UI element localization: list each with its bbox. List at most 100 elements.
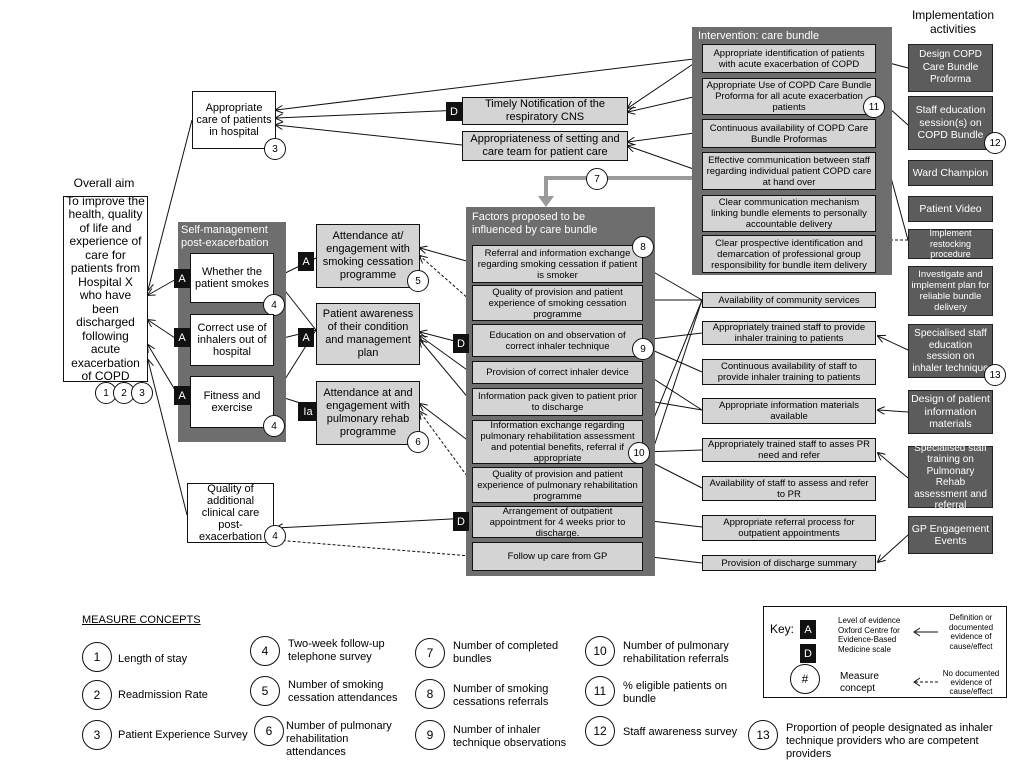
implementation-gp-events-text: GP Engagement Events	[911, 522, 990, 548]
measure-11-text: % eligible patients on bundle	[623, 680, 727, 705]
quality-care-box: Quality of additional clinical care post…	[187, 483, 274, 543]
measure-1-text: Length of stay	[118, 653, 188, 665]
care-delivery-cns-notification-text: Timely Notification of the respiratory C…	[484, 98, 606, 123]
intervention-item-communication: Clear communication mechanism linking bu…	[702, 195, 876, 232]
measure-8-text: Number of smoking cessations referrals	[453, 683, 549, 708]
measure-9-text: Number of inhaler technique observations	[453, 724, 567, 749]
implementation-pr-training: Specialised staff training on Pulmonary …	[908, 443, 993, 511]
key-solid-text: Definition or documented evidence of cau…	[948, 613, 994, 651]
key-level-a: A	[800, 620, 816, 639]
care-delivery-setting: Appropriateness of setting and care team…	[462, 131, 628, 161]
implementation-staff-education-text: Staff education session(s) on COPD Bundl…	[915, 104, 986, 142]
factor-smoking-programme-text: Quality of provision and patient experie…	[488, 286, 627, 320]
behaviour-measure-3: 6	[407, 431, 429, 453]
enabler-discharge-summary-text: Provision of discharge summary	[721, 557, 857, 569]
self-management-item-smoking: Whether the patient smokes	[190, 253, 274, 303]
arrow-measure: 7	[586, 168, 608, 190]
key-evidence-text: Level of evidence Oxford Centre for Evid…	[838, 616, 901, 654]
intervention-measure: 11	[863, 96, 885, 118]
measure-13-text: Proportion of people designated as inhal…	[786, 722, 993, 760]
factor-pr-programme: Quality of provision and patient experie…	[472, 467, 643, 503]
factor-smoking-referral-text: Referral and information exchange regard…	[477, 247, 638, 281]
implementation-staff-education: Staff education session(s) on COPD Bundl…	[908, 96, 993, 150]
behaviour-smoking-cessation-text: Attendance at/ engagement with smoking c…	[322, 230, 414, 281]
factor-level-outpatient: D	[453, 512, 469, 531]
enabler-trained-inhaler-staff-text: Appropriately trained staff to provide i…	[712, 322, 866, 344]
enabler-trained-inhaler-staff: Appropriately trained staff to provide i…	[702, 321, 876, 345]
key-label: Key:	[770, 622, 795, 636]
intervention-item-handover: Effective communication between staff re…	[702, 152, 876, 190]
measure-1-circle: 1	[82, 642, 112, 672]
care-delivery-setting-text: Appropriateness of setting and care team…	[470, 133, 620, 158]
implementation-reliable-delivery: Investigate and implement plan for relia…	[908, 266, 993, 316]
quality-care-measure: 4	[264, 525, 286, 547]
self-management-title: Self-management post-exacerbation	[181, 224, 269, 249]
factor-measure-10: 10	[628, 442, 650, 464]
behaviour-smoking-cessation: Attendance at/ engagement with smoking c…	[316, 224, 420, 288]
enabler-inhaler-staff-availability: Continuous availability of staff to prov…	[702, 359, 876, 385]
aim-measure-3: 3	[131, 382, 153, 404]
factor-information-pack-text: Information pack given to patient prior …	[478, 391, 637, 413]
factor-smoking-referral: Referral and information exchange regard…	[472, 245, 643, 283]
measure-4-text: Two-week follow-up telephone survey	[288, 638, 385, 663]
intervention-item-proforma-availability-text: Continuous availability of COPD Care Bun…	[709, 122, 869, 145]
implementation-measure-13: 13	[984, 364, 1006, 386]
factor-pr-information: Information exchange regarding pulmonary…	[472, 420, 643, 464]
factor-information-pack: Information pack given to patient prior …	[472, 388, 643, 416]
self-management-measure-1: 4	[263, 294, 285, 316]
implementation-title: Implementation activities	[911, 8, 995, 36]
implementation-measure-12: 12	[984, 132, 1006, 154]
measure-11-circle: 11	[585, 676, 615, 706]
self-management-level-1: A	[174, 269, 190, 288]
implementation-reliable-delivery-text: Investigate and implement plan for relia…	[911, 269, 990, 313]
care-delivery-cns-notification: Timely Notification of the respiratory C…	[462, 97, 628, 125]
overall-aim-title: Overall aim	[73, 175, 135, 190]
measure-4-circle: 4	[250, 636, 280, 666]
appropriate-care-measure: 3	[264, 138, 286, 160]
self-management-item-smoking-text: Whether the patient smokes	[195, 266, 269, 290]
factor-inhaler-device: Provision of correct inhaler device	[472, 361, 643, 384]
intervention-item-proforma-use-text: Appropriate Use of COPD Care Bundle Prof…	[706, 80, 872, 113]
appropriate-care-box: Appropriate care of patients in hospital	[192, 91, 276, 149]
factor-gp-follow-up: Follow up care from GP	[472, 542, 643, 571]
behaviour-level-3: Ia	[298, 402, 318, 421]
factor-smoking-programme: Quality of provision and patient experie…	[472, 285, 643, 321]
intervention-item-identification: Appropriate identification of patients w…	[702, 44, 876, 73]
implementation-patient-video: Patient Video	[908, 196, 993, 222]
intervention-item-responsibility-text: Clear prospective identification and dem…	[711, 237, 867, 271]
measure-7-text: Number of completed bundles	[453, 640, 559, 665]
behaviour-patient-awareness: Patient awareness of their condition and…	[316, 303, 420, 365]
factor-inhaler-education: Education on and observation of correct …	[472, 324, 643, 357]
implementation-ward-champion: Ward Champion	[908, 160, 993, 186]
factor-measure-8: 8	[632, 236, 654, 258]
behaviour-level-2: A	[298, 328, 314, 347]
implementation-pr-training-text: Specialised staff training on Pulmonary …	[914, 442, 987, 512]
key-measure-symbol: #	[790, 664, 820, 694]
implementation-patient-materials: Design of patient information materials	[908, 390, 993, 434]
enabler-information-materials-text: Appropriate information materials availa…	[719, 400, 859, 422]
self-management-item-fitness-text: Fitness and exercise	[203, 390, 261, 414]
overall-aim-text: To improve the health, quality of life a…	[66, 193, 145, 383]
measure-3-text: Patient Experience Survey	[118, 729, 248, 741]
factor-inhaler-device-text: Provision of correct inhaler device	[486, 367, 629, 378]
enabler-community-services: Availability of community services	[702, 292, 876, 308]
measure-6-circle: 6	[254, 716, 284, 746]
measure-concepts-title: MEASURE CONCEPTS	[82, 614, 201, 626]
enabler-trained-pr-staff-text: Appropriately trained staff to asses PR …	[708, 439, 870, 461]
measure-5-text: Number of smoking cessation attendances	[288, 679, 398, 704]
factors-title: Factors proposed to be influenced by car…	[472, 211, 598, 236]
enabler-referral-process-text: Appropriate referral process for outpati…	[723, 517, 855, 539]
factor-inhaler-education-text: Education on and observation of correct …	[489, 329, 626, 352]
intervention-item-identification-text: Appropriate identification of patients w…	[713, 47, 865, 70]
enabler-pr-staff-availability: Availability of staff to assess and refe…	[702, 476, 876, 501]
behaviour-measure-1: 5	[407, 270, 429, 292]
enabler-community-services-text: Availability of community services	[718, 294, 860, 306]
self-management-measure-3: 4	[263, 415, 285, 437]
measure-7-circle: 7	[415, 638, 445, 668]
measure-9-circle: 9	[415, 720, 445, 750]
behaviour-pulmonary-rehab-text: Attendance at and engagement with pulmon…	[323, 387, 413, 438]
measure-13-circle: 13	[748, 720, 778, 750]
implementation-design-proforma: Design COPD Care Bundle Proforma	[908, 44, 993, 92]
implementation-gp-events: GP Engagement Events	[908, 516, 993, 554]
intervention-item-proforma-availability: Continuous availability of COPD Care Bun…	[702, 119, 876, 148]
